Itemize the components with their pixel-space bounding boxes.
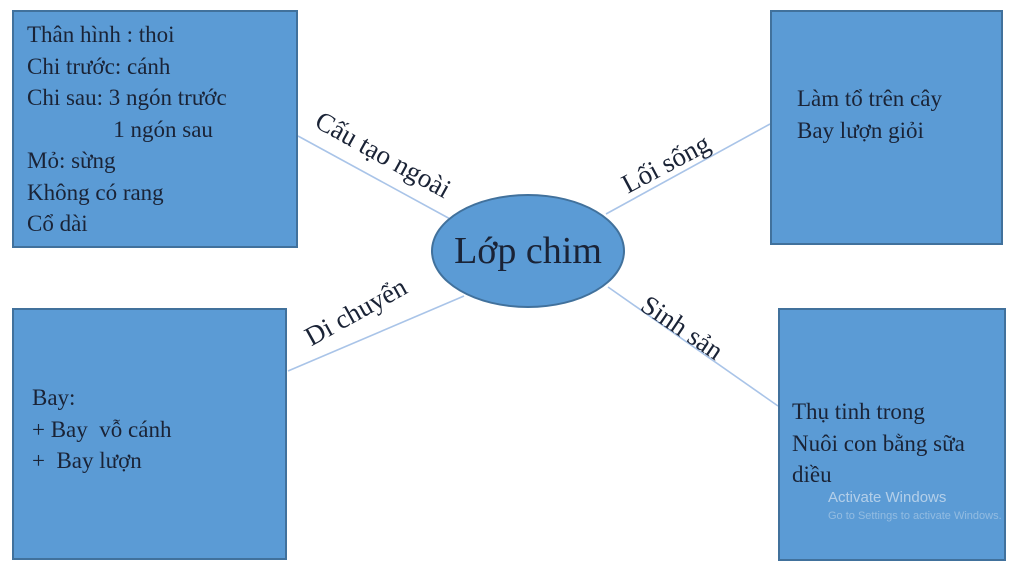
box-loi-song-text: Làm tổ trên cây Bay lượn giỏi [797,86,942,143]
box-di-chuyen[interactable]: Bay: + Bay vỗ cánh + Bay lượn [12,308,287,560]
box-cau-tao-ngoai-text: Thân hình : thoi Chi trước: cánh Chi sau… [27,22,227,236]
connector-loi-song [605,123,771,215]
center-node[interactable]: Lớp chim [431,194,625,308]
connector-sinh-san [607,286,779,407]
box-di-chuyen-text: Bay: + Bay vỗ cánh + Bay lượn [32,385,172,473]
center-node-label: Lớp chim [454,230,602,272]
box-sinh-san-text: Thụ tinh trong Nuôi con bằng sữa diều [792,399,965,487]
box-sinh-san[interactable]: Thụ tinh trong Nuôi con bằng sữa diều [778,308,1006,561]
connector-di-chuyen [287,295,465,372]
box-loi-song[interactable]: Làm tổ trên cây Bay lượn giỏi [770,10,1003,245]
connector-cau-tao-ngoai [297,135,453,221]
box-cau-tao-ngoai[interactable]: Thân hình : thoi Chi trước: cánh Chi sau… [12,10,298,248]
